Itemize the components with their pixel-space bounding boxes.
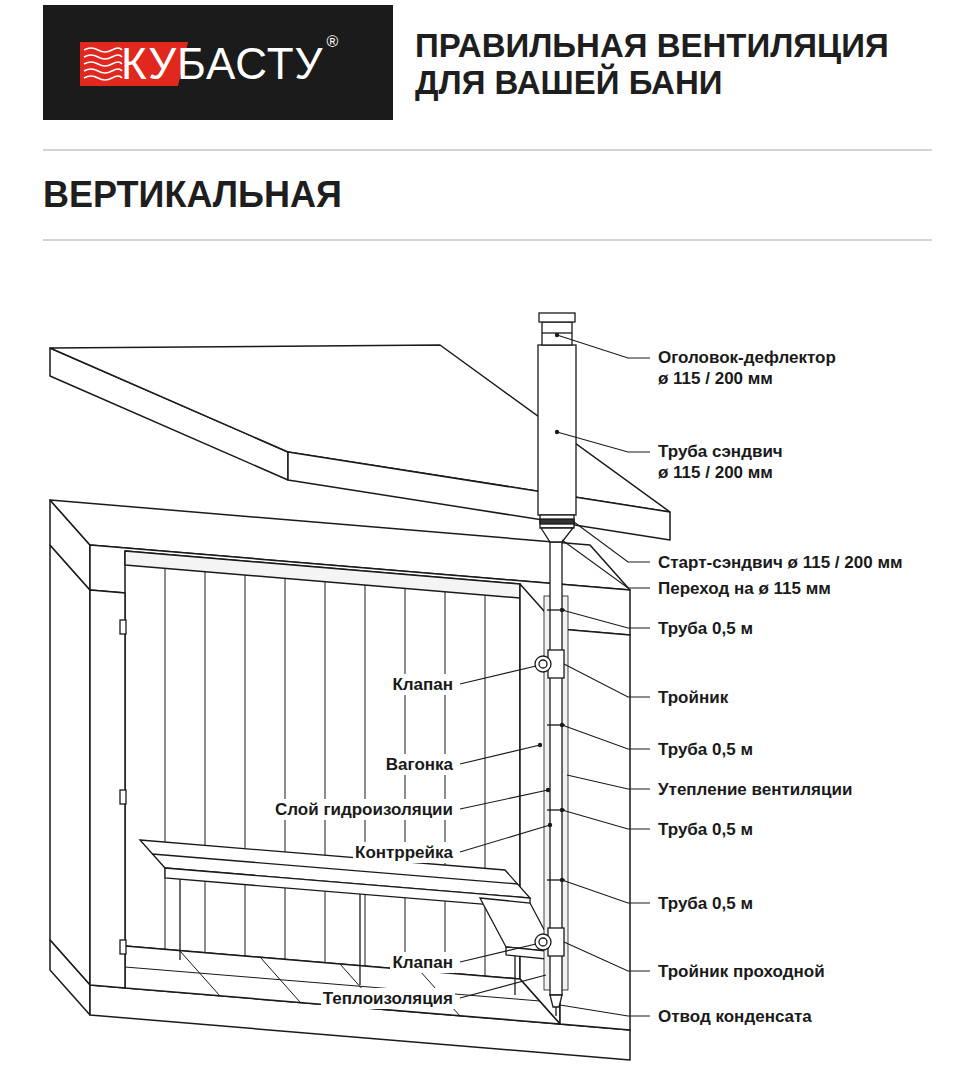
part-label: Переход на ø 115 мм (656, 578, 833, 599)
leader-line (460, 825, 550, 852)
back-wall (125, 551, 520, 979)
page-title: ПРАВИЛЬНАЯ ВЕНТИЛЯЦИЯ ДЛЯ ВАШЕЙ БАНИ (415, 27, 893, 101)
pipe-transition (541, 528, 573, 542)
part-label: Вагонка (384, 754, 455, 775)
part-label: Слой гидроизоляции (273, 799, 455, 820)
part-label: Старт-сэндвич ø 115 / 200 мм (656, 552, 905, 573)
wall-board-line (285, 578, 286, 960)
leader-line (460, 666, 536, 684)
leader-dot (546, 788, 550, 792)
start-sandwich (540, 515, 574, 528)
wall-board-line (165, 568, 166, 950)
leader-line (557, 335, 650, 358)
leader-line (460, 944, 536, 962)
part-label: Труба 0,5 м (656, 618, 755, 639)
leader-dot (548, 823, 552, 827)
bench-board-line (152, 854, 518, 884)
leader-dot (560, 808, 564, 812)
door-hinge (120, 790, 126, 804)
wall-board-line (445, 592, 446, 973)
logo-wave (84, 48, 122, 52)
bench-leg (514, 955, 515, 995)
part-label: Оголовок-дефлектор ø 115 / 200 мм (656, 347, 841, 389)
left-wall-front (90, 590, 125, 988)
separator-line (43, 240, 932, 241)
floor-tile-line (180, 951, 220, 996)
wall-board-line (405, 588, 406, 970)
wall-board-line (485, 595, 486, 976)
part-label: Контррейка (353, 842, 455, 863)
part-label: Тройник (656, 687, 730, 708)
section-heading: ВЕРТИКАЛЬНАЯ (43, 174, 342, 216)
leader-line (460, 790, 548, 809)
logo-wave (84, 55, 122, 59)
part-label: Клапан (390, 674, 455, 695)
wall-board-line (205, 572, 206, 953)
part-label: Труба сэндвич ø 115 / 200 мм (656, 441, 788, 483)
leader-dot (555, 333, 559, 337)
logo-wave (84, 69, 122, 73)
leader-dot (560, 608, 564, 612)
door-hinge (120, 620, 126, 634)
leader-line (460, 975, 546, 998)
roof-front (288, 452, 670, 540)
logo-wave (84, 76, 122, 80)
deflector-cap (539, 313, 575, 322)
wall-board-line (365, 585, 366, 966)
leader-line (564, 664, 650, 697)
leader-line (560, 1005, 650, 1016)
leader-dot (560, 878, 564, 882)
part-label: Труба 0,5 м (656, 893, 755, 914)
floor-slab-side (50, 940, 90, 1015)
wall-board-line (325, 582, 326, 963)
sandwich-pipe (538, 345, 576, 515)
trademark-sign: ® (327, 33, 339, 51)
leader-line (562, 880, 650, 903)
part-label: Клапан (390, 952, 455, 973)
leader-dot (555, 430, 559, 434)
logo-box: КУБАСТУ® (43, 5, 393, 120)
bench-front (165, 868, 530, 908)
leader-dot (538, 743, 542, 747)
leader-line (562, 810, 650, 829)
part-label: Труба 0,5 м (656, 739, 755, 760)
deflector-body (542, 322, 572, 345)
valve-symbol (539, 660, 547, 668)
bench-leg (179, 878, 180, 960)
floor-tile-line (260, 957, 300, 1002)
leader-line (562, 610, 650, 628)
ceiling-batten (125, 551, 520, 598)
part-label: Отвод конденсата (656, 1006, 814, 1027)
valve-symbol (535, 656, 551, 672)
leader-line (557, 432, 650, 452)
leader-line (460, 745, 540, 764)
bench-leg (359, 893, 360, 985)
leader-line (574, 522, 650, 562)
separator-line (43, 150, 932, 151)
logo-wave (84, 62, 122, 66)
floor (125, 946, 560, 1024)
door-hinge (120, 940, 126, 954)
condensate-drain (555, 1007, 556, 1016)
start-sandwich-band (540, 519, 574, 524)
leader-dot (560, 723, 564, 727)
part-label: Утепление вентиляции (656, 779, 854, 800)
part-label: Тройник проходной (656, 961, 827, 982)
leader-line (562, 540, 650, 588)
house-side-wall (50, 545, 90, 985)
leader-line (567, 775, 650, 789)
leader-line (564, 942, 650, 971)
wall-board-line (245, 575, 246, 956)
right-wall-front (560, 629, 630, 1030)
valve-symbol (539, 938, 547, 946)
part-label: Труба 0,5 м (656, 819, 755, 840)
leader-line (562, 725, 650, 749)
valve-symbol (535, 934, 551, 950)
brand-name: КУБАСТУ (121, 40, 324, 88)
part-label: Теплоизоляция (321, 988, 455, 1009)
